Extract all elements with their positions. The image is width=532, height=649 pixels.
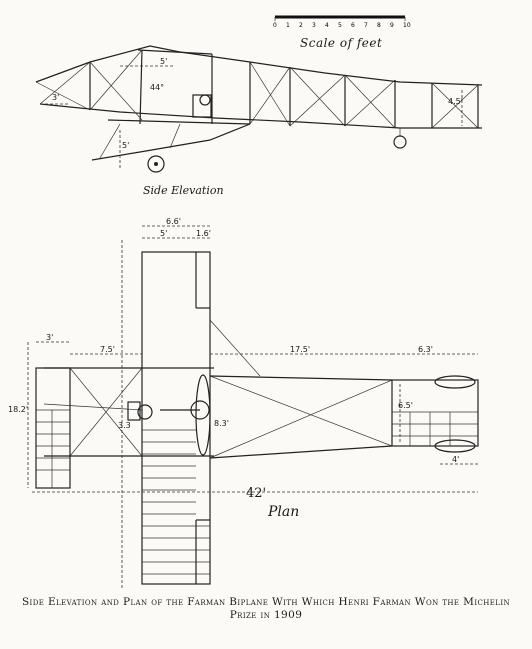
scale-tick-label: 7 xyxy=(364,22,368,29)
dim-top-chord: 5' xyxy=(160,57,167,66)
side-elevation-label: Side Elevation xyxy=(143,184,224,197)
dim-wing-gap: 5' xyxy=(122,141,129,150)
scale-tick-label: 3 xyxy=(312,22,316,29)
dim-chord-right: 1.6' xyxy=(196,229,211,238)
dim-overall: 42' xyxy=(246,486,266,501)
dim-chord-left: 5' xyxy=(160,229,167,238)
dim-angle: 44° xyxy=(150,83,164,92)
dim-chord-top: 6.6' xyxy=(166,217,181,226)
dim-tail-end: 4' xyxy=(452,455,459,464)
scale-bar xyxy=(274,15,406,21)
scale-tick-label: 8 xyxy=(377,22,381,29)
dim-span: 18.2' xyxy=(8,405,28,414)
plan-label: Plan xyxy=(268,504,300,520)
scale-tick-label: 10 xyxy=(403,22,411,29)
figure-caption: Side Elevation and Plan of the Farman Bi… xyxy=(21,596,511,621)
scale-tick-label: 6 xyxy=(351,22,355,29)
plan-drawing xyxy=(27,225,479,588)
dim-boom: 17.5' xyxy=(290,345,310,354)
dim-elevator: 3' xyxy=(46,333,53,342)
scale-tick-label: 2 xyxy=(299,22,303,29)
dim-engine: 3.3 xyxy=(118,421,131,430)
scale-label: Scale of feet xyxy=(300,36,383,50)
dim-prop: 8.3' xyxy=(214,419,229,428)
dim-tail: 4.5' xyxy=(448,97,463,106)
plan-dimension-labels: 6.6' 5' 1.6' 3' 7.5' 17.5' 6.3' 18.2' 3.… xyxy=(8,217,459,501)
dim-tail-length: 6.3' xyxy=(418,345,433,354)
side-elevation-drawing xyxy=(35,45,483,173)
scale-tick-label: 4 xyxy=(325,22,329,29)
scale-tick-label: 9 xyxy=(390,22,394,29)
side-dimension-labels: 5' 5' 3' 4.5' 44° xyxy=(52,57,463,150)
dim-front-span: 7.5' xyxy=(100,345,115,354)
scale-tick-label: 1 xyxy=(286,22,290,29)
dim-front: 3' xyxy=(52,93,59,102)
scale-tick-label: 5 xyxy=(338,22,342,29)
scale-tick-label: 0 xyxy=(273,22,277,29)
dim-tail-width: 6.5' xyxy=(398,401,413,410)
